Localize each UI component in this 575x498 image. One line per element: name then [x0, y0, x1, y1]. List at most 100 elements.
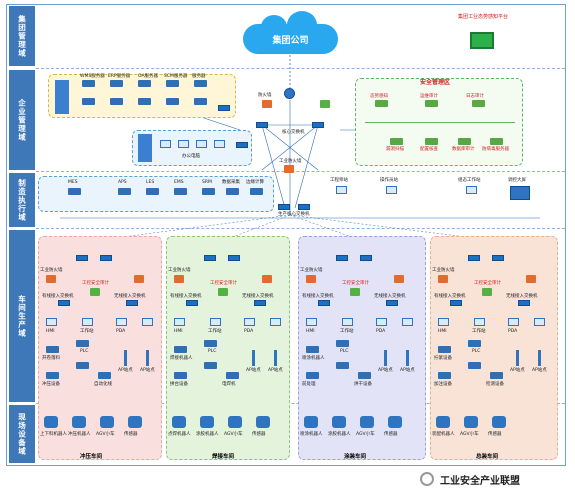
- plc-label: PLC: [208, 349, 217, 354]
- workshop-name: 冲压车间: [80, 454, 103, 460]
- plc-label: PLC: [80, 349, 89, 354]
- backup-server-icon: [194, 98, 207, 105]
- field-device-icon: [388, 416, 402, 428]
- access-switch-label: 有线接入交换机: [434, 294, 466, 299]
- ap-label: AP站点: [140, 368, 155, 373]
- situation-awareness-icon: [375, 100, 388, 107]
- device-icon: [226, 372, 239, 379]
- workshop-switch-icon: [204, 255, 216, 261]
- workstation-label: 工作站: [80, 329, 94, 334]
- level-manufacturing: 制造执行域: [9, 173, 35, 227]
- field-device-label: AGV小车: [96, 432, 115, 437]
- field-device-label: 传感器: [384, 432, 398, 437]
- device-icon: [174, 372, 187, 379]
- device-label: 焊接机器人: [170, 356, 193, 361]
- firewall-label: 防火墙: [258, 93, 272, 98]
- data-server-icon: [82, 98, 95, 105]
- field-device-label: 冲压机器人: [68, 432, 91, 437]
- plc-icon: [336, 362, 349, 369]
- ops-audit-icon: [425, 100, 438, 107]
- plc-icon: [76, 362, 89, 369]
- core-switch-icon: [312, 122, 324, 128]
- pda-label: PDA: [116, 329, 126, 334]
- server-switch-icon: [218, 105, 230, 111]
- workshop-name: 涂装车间: [344, 454, 367, 460]
- industrial-firewall-label: 工业防火墙: [40, 268, 63, 273]
- wifi-switch-icon: [126, 300, 138, 306]
- ap-label: AP站点: [246, 368, 261, 373]
- level-enterprise: 企业管理域: [9, 70, 35, 170]
- config-check-icon: [425, 138, 438, 145]
- workshop-switch-icon: [228, 255, 240, 261]
- prod-core-switch-icon: [298, 204, 310, 210]
- industrial-firewall-icon: [306, 275, 316, 283]
- ap-label: AP站点: [268, 368, 283, 373]
- field-device-label: AGV小车: [460, 432, 479, 437]
- data-server-icon: [110, 98, 123, 105]
- field-device-label: 涂胶机器人: [328, 432, 351, 437]
- audit-icon: [218, 288, 228, 296]
- access-switch-icon: [450, 300, 462, 306]
- db-audit-icon: [458, 138, 471, 145]
- db-audit-label: 数据库审计: [452, 147, 475, 152]
- oa-label: OA服务器: [138, 74, 159, 79]
- platform-title: 集团工业态势感知平台: [457, 14, 508, 20]
- field-device-label: 喷涂机器人: [300, 432, 323, 437]
- ap-label: AP站点: [118, 368, 133, 373]
- erp-label: ERP服务器: [108, 74, 131, 79]
- wifi-switch-icon: [254, 300, 266, 306]
- dashboard-label: 调控大屏: [508, 178, 526, 183]
- hmi-label: HMI: [46, 329, 55, 334]
- industrial-firewall-label: 工业防火墙: [432, 268, 455, 273]
- workstation-label: 工作站: [340, 329, 354, 334]
- field-device-icon: [256, 416, 270, 428]
- dashboard-screen-icon: [510, 186, 530, 200]
- logo-text: 工业安全产业联盟: [440, 476, 520, 487]
- workstation-icon: [474, 318, 485, 326]
- scm-server-icon: [166, 80, 179, 87]
- field-device-icon: [228, 416, 242, 428]
- pda-icon: [534, 318, 545, 326]
- plc-icon: [468, 362, 481, 369]
- workstation-icon: [210, 318, 221, 326]
- log-audit-label: 日志审计: [466, 94, 484, 99]
- ap-icon: [384, 350, 387, 366]
- industrial-firewall-icon: [526, 275, 536, 283]
- ap-label: AP站点: [532, 368, 547, 373]
- device-icon: [306, 346, 319, 353]
- router-icon: [284, 88, 295, 99]
- config-station-icon: [466, 186, 477, 194]
- device-icon: [98, 372, 111, 379]
- workshop-switch-icon: [360, 255, 372, 261]
- backup-server-icon: [166, 98, 179, 105]
- industrial-firewall-label: 工业防火墙: [168, 268, 191, 273]
- data-server-icon: [138, 98, 151, 105]
- pda-icon: [376, 318, 387, 326]
- les-server-icon: [146, 188, 159, 195]
- ap-icon: [406, 350, 409, 366]
- field-device-icon: [44, 416, 58, 428]
- industrial-firewall-label: 工业防火墙: [279, 159, 302, 164]
- device-icon: [46, 346, 59, 353]
- situation-awareness-label: 态势感知: [370, 94, 388, 99]
- engineer-station-label: 工程师站: [330, 178, 348, 183]
- field-device-icon: [360, 416, 374, 428]
- pda-icon: [402, 318, 413, 326]
- audit-icon: [482, 288, 492, 296]
- device-label: 冲压设备: [42, 382, 60, 387]
- audit-icon: [350, 288, 360, 296]
- device-label: 开卷落料: [42, 356, 60, 361]
- pda-icon: [508, 318, 519, 326]
- server-label: 服务器: [192, 74, 206, 79]
- field-device-icon: [304, 416, 318, 428]
- industrial-firewall-icon: [46, 275, 56, 283]
- group-cloud: 集团公司: [243, 11, 338, 54]
- hmi-icon: [438, 318, 449, 326]
- oa-server-icon: [138, 80, 151, 87]
- hmi-label: HMI: [174, 329, 183, 334]
- workshop-name: 总装车间: [476, 454, 499, 460]
- workstation-icon: [342, 318, 353, 326]
- mes-label: MES: [68, 180, 78, 185]
- antivirus-icon: [490, 138, 503, 145]
- ems-label: EMS: [174, 180, 184, 185]
